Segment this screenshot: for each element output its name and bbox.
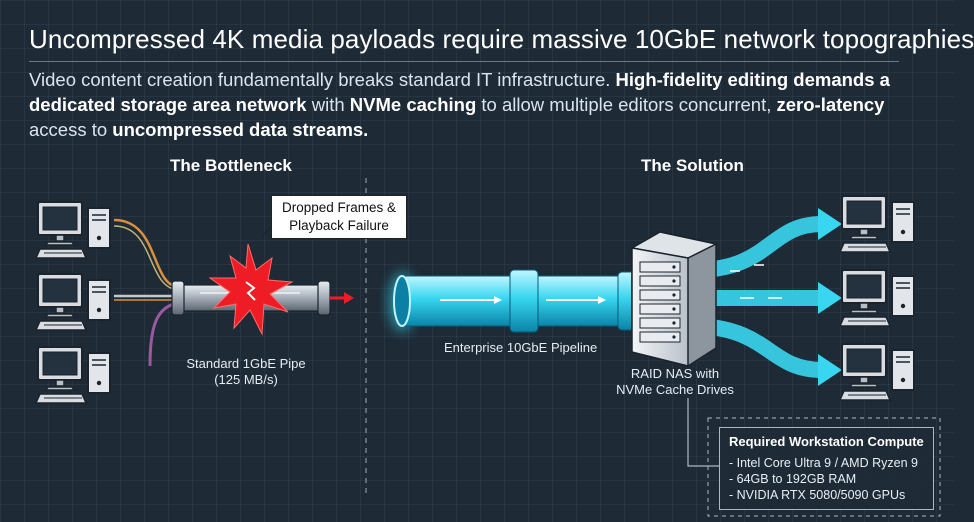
desktop-computer-icon <box>35 201 111 259</box>
subtitle-bold-1: High-fidelity editing demands a dedicate… <box>29 69 890 115</box>
subtitle-part-1: Video content creation fundamentally bre… <box>29 69 616 90</box>
subtitle-part-3: to allow multiple editors concurrent, <box>476 94 777 115</box>
failure-callout: Dropped Frames & Playback Failure <box>271 195 407 239</box>
pipe-collar <box>317 280 331 316</box>
page-subtitle: Video content creation fundamentally bre… <box>29 67 929 142</box>
branch-top <box>699 216 823 278</box>
desktop-computer-icon <box>35 273 111 331</box>
subtitle-bold-2: NVMe caching <box>349 94 477 115</box>
nas-label: RAID NAS with NVMe Cache Drives <box>612 366 738 398</box>
diagram-canvas <box>35 178 941 517</box>
cable-top-2 <box>113 225 181 291</box>
callout-line-2: Playback Failure <box>289 218 389 233</box>
specs-list: - Intel Core Ultra 9 / AMD Ryzen 9 - 64G… <box>729 455 918 503</box>
desktop-computer-icon <box>839 269 915 327</box>
arrow-right-icon <box>818 354 842 386</box>
specs-frame <box>707 417 941 517</box>
subtitle-bold-4: uncompressed data streams. <box>112 119 369 140</box>
branch-bottom <box>699 318 823 378</box>
pipe-collar <box>171 280 185 316</box>
pipe-label-line-1: Standard 1GbE Pipe <box>186 356 306 371</box>
callout-line-1: Dropped Frames & <box>281 200 397 215</box>
desktop-computer-icon <box>839 343 915 401</box>
arrow-right-icon <box>818 208 842 240</box>
arrow-right-icon <box>818 282 842 314</box>
bottleneck-heading: The Bottleneck <box>170 156 292 175</box>
specs-item: - NVIDIA RTX 5080/5090 GPUs <box>729 488 906 502</box>
pipeline-opening <box>393 275 411 327</box>
explosion-burst-icon <box>208 243 294 336</box>
standard-pipe-label: Standard 1GbE Pipe (125 MB/s) <box>186 356 306 388</box>
nas-label-line-1: RAID NAS with <box>630 366 720 381</box>
arrow-right-icon <box>344 292 354 304</box>
specs-item: - Intel Core Ultra 9 / AMD Ryzen 9 <box>729 456 918 470</box>
page-title: Uncompressed 4K media payloads require m… <box>29 24 974 54</box>
specs-title: Required Workstation Compute <box>729 434 924 449</box>
pipeline-label: Enterprise 10GbE Pipeline <box>444 340 598 355</box>
specs-item: - 64GB to 192GB RAM <box>729 472 857 486</box>
specs-connector <box>687 398 719 467</box>
cable-top <box>113 218 181 289</box>
nas-label-line-2: NVMe Cache Drives <box>616 382 734 397</box>
pipeline-collar <box>509 269 539 333</box>
desktop-computer-icon <box>839 195 915 253</box>
workstation-specs-box: Required Workstation Compute - Intel Cor… <box>719 427 934 510</box>
pipe-label-line-2: (125 MB/s) <box>214 372 278 387</box>
server-rack-icon <box>629 231 719 367</box>
crack-icon <box>245 281 256 301</box>
solution-heading: The Solution <box>641 156 744 175</box>
title-divider <box>29 61 899 62</box>
subtitle-part-4: access to <box>29 119 113 140</box>
subtitle-part-2: with <box>306 94 350 115</box>
subtitle-bold-3: zero-latency <box>776 94 885 115</box>
desktop-computer-icon <box>35 346 111 404</box>
